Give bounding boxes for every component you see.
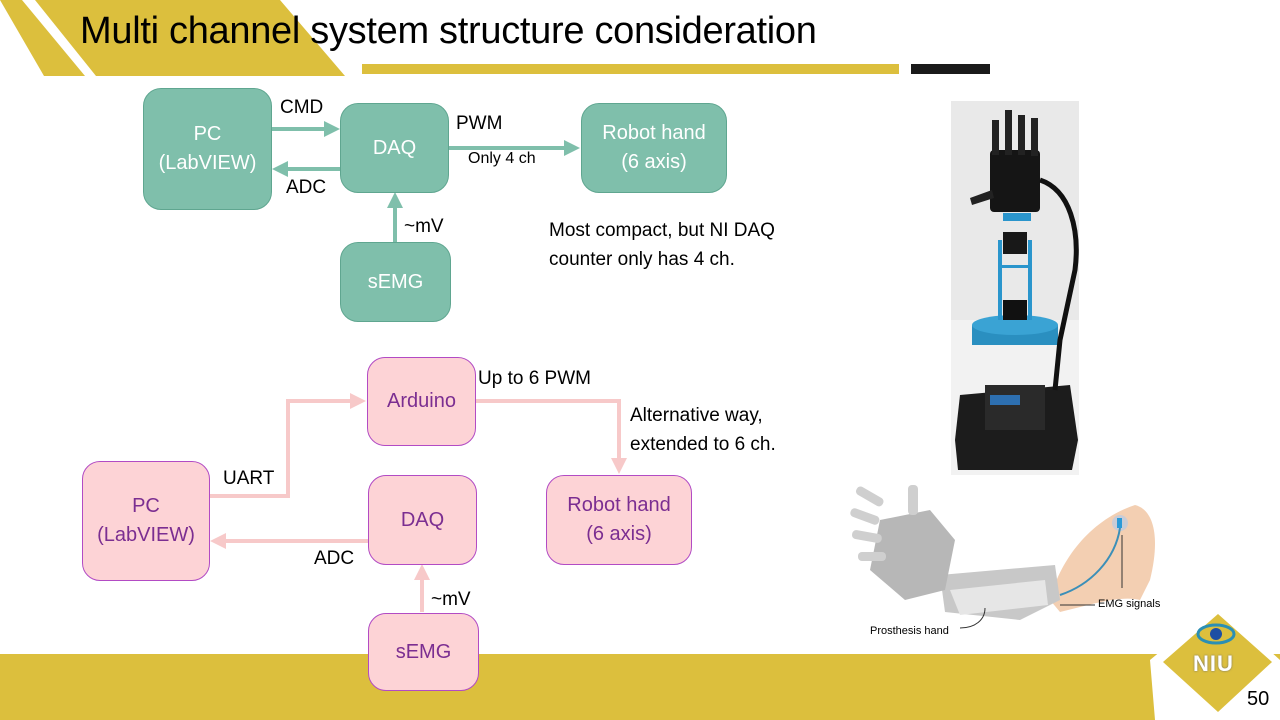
arrow-uart: [210, 393, 366, 498]
label-pwm: PWM: [456, 113, 503, 134]
label-mv-bottom: ~mV: [431, 589, 471, 610]
gold-underline-bar: [362, 64, 899, 74]
label-up-to-6-pwm: Up to 6 PWM: [478, 368, 591, 389]
box-daq-bottom: DAQ: [368, 475, 477, 565]
box-semg-top: sEMG: [340, 242, 451, 322]
box-robot-top: Robot hand (6 axis): [581, 103, 727, 193]
slide-title: Multi channel system structure considera…: [80, 10, 817, 52]
note-top: Most compact, but NI DAQ counter only ha…: [549, 220, 775, 270]
box-arduino: Arduino: [367, 357, 476, 446]
label-mv-top: ~mV: [404, 216, 444, 237]
page-number: 50: [1247, 688, 1270, 710]
box-daq-top: DAQ: [340, 103, 449, 193]
box-semg-bottom: sEMG: [368, 613, 479, 691]
gold-slant-left: [0, 0, 85, 76]
note-bottom: Alternative way, extended to 6 ch.: [630, 405, 776, 455]
label-emg-signals: EMG signals: [1098, 598, 1161, 610]
arrow-up-to-6: [476, 399, 627, 474]
label-cmd: CMD: [280, 97, 324, 118]
logo-diamond: [1163, 614, 1272, 712]
dark-underline-bar: [911, 64, 990, 74]
label-adc-bottom: ADC: [314, 548, 355, 569]
logo-text: NIU: [1193, 651, 1234, 676]
logo-person-icon: [1210, 628, 1222, 640]
label-only-4ch: Only 4 ch: [468, 150, 536, 167]
label-prosthesis-hand: Prosthesis hand: [870, 625, 949, 637]
label-uart: UART: [223, 468, 275, 489]
label-adc-top: ADC: [286, 177, 327, 198]
box-robot-bottom: Robot hand (6 axis): [546, 475, 692, 565]
gold-slant-main: [35, 0, 345, 76]
box-pc-top: PC (LabVIEW): [143, 88, 272, 210]
box-pc-bottom: PC (LabVIEW): [82, 461, 210, 581]
gold-footer-band: [0, 654, 1280, 720]
logo-ring: [1196, 623, 1236, 645]
